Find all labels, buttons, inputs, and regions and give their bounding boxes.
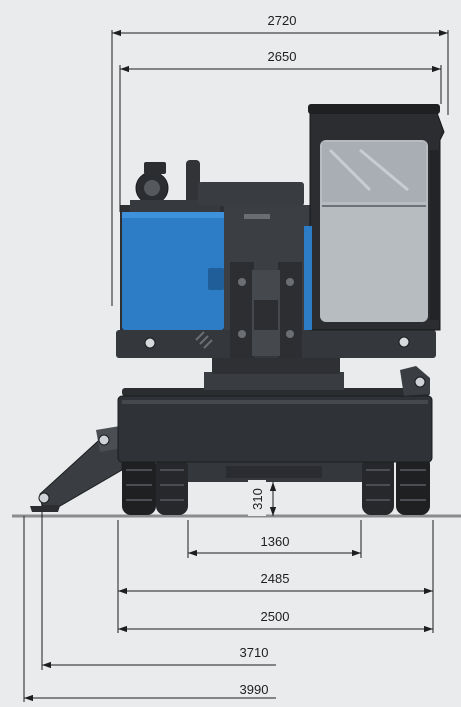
exhaust [130, 160, 220, 212]
right-outrigger-stub [400, 366, 430, 396]
operator-cab [304, 104, 445, 331]
engine-hood [122, 212, 224, 330]
label-outrigger-width: 3710 [240, 645, 269, 660]
chassis [117, 372, 433, 463]
wheels [122, 455, 430, 515]
label-track-inner: 1360 [261, 534, 290, 549]
label-track-gauge: 2485 [261, 571, 290, 586]
label-undercarriage-width: 2500 [261, 609, 290, 624]
label-overall-width-top: 2720 [268, 13, 297, 28]
label-upper-width: 2650 [268, 49, 297, 64]
excavator-front-view [30, 104, 445, 515]
outrigger [30, 426, 123, 512]
label-max-width: 3990 [240, 682, 269, 697]
boom-foot [230, 262, 302, 358]
dimension-annotations: 2720 2650 310 1360 2485 2500 3710 3990 [23, 13, 449, 702]
label-ground-clearance: 310 [250, 488, 265, 510]
